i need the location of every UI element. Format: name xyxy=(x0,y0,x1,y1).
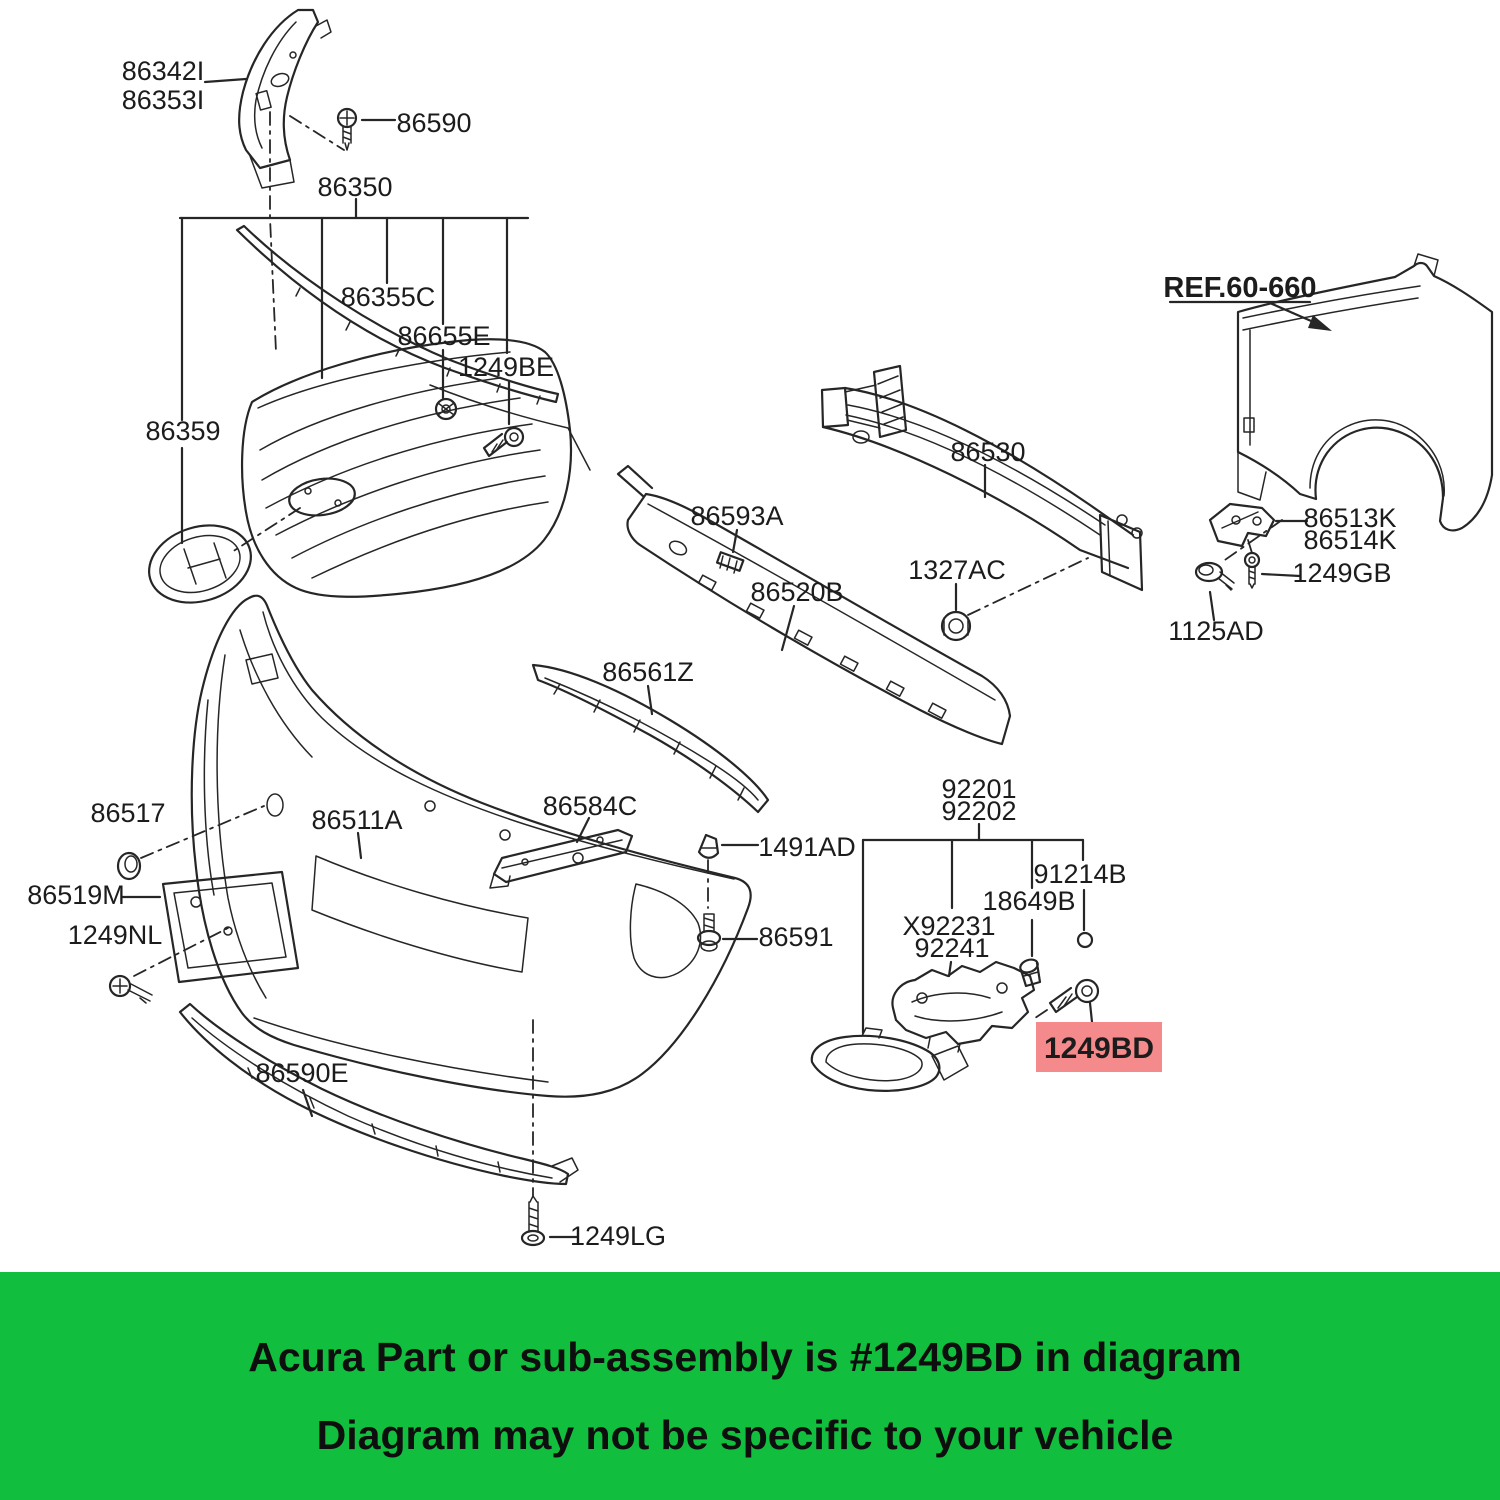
part-label-18649B: 18649B xyxy=(982,886,1075,916)
part-foglamp-lens xyxy=(810,1027,969,1092)
bolt-1125AD-icon xyxy=(1194,561,1235,591)
leader-86584C xyxy=(575,816,591,844)
cap-86517-icon xyxy=(116,851,142,881)
part-energy-absorber xyxy=(616,464,1012,746)
part-cowl-strip xyxy=(235,224,591,471)
part-label-86517: 86517 xyxy=(90,798,165,828)
banner-line2: Diagram may not be specific to your vehi… xyxy=(317,1412,1174,1458)
part-label-86342I: 86342I xyxy=(122,56,205,86)
centerline-1249BD xyxy=(1031,1009,1048,1021)
screw-1249LG-icon xyxy=(520,1195,546,1247)
part-label-86593A: 86593A xyxy=(690,501,783,531)
centerline-bracket-gb xyxy=(1247,539,1253,554)
part-bumper-beam xyxy=(820,364,1144,592)
centerline-nut-to-beam xyxy=(967,557,1089,616)
part-impact-rail xyxy=(489,828,634,889)
bolt-86591-icon xyxy=(696,913,722,952)
part-label-86590: 86590 xyxy=(396,108,471,138)
part-label-1327AC: 1327AC xyxy=(908,555,1006,585)
bolt-1249BD-icon xyxy=(1048,978,1100,1014)
part-label-86514K: 86514K xyxy=(1303,525,1396,555)
callout-ladder-foglamp xyxy=(861,822,1086,1035)
part-license-bracket xyxy=(161,870,300,984)
bolt-1249BE-icon xyxy=(482,426,525,458)
leader-1249BD xyxy=(1088,1001,1094,1024)
part-label-86359: 86359 xyxy=(145,416,220,446)
part-label-1249GB: 1249GB xyxy=(1292,558,1391,588)
part-label-86350: 86350 xyxy=(317,172,392,202)
part-foglamp-bracket xyxy=(891,960,1036,1053)
screw-86590-icon xyxy=(336,107,358,151)
centerline-bracket-bolt xyxy=(1221,519,1283,563)
part-radiator-grille xyxy=(241,338,573,598)
leader-1249GB xyxy=(1260,572,1302,578)
part-label-86530: 86530 xyxy=(950,437,1025,467)
part-fender-bracket xyxy=(1208,502,1276,548)
part-label-1249LG: 1249LG xyxy=(570,1221,666,1251)
arrow-ref-line xyxy=(1268,301,1320,326)
leader-86520B xyxy=(780,604,796,652)
part-fender xyxy=(1236,253,1494,532)
part-label-1249BD: 1249BD xyxy=(1044,1032,1154,1065)
leader-86342I xyxy=(203,77,248,84)
part-label-REF.60-660: REF.60-660 xyxy=(1163,272,1316,304)
clip-86593A-icon xyxy=(715,551,745,574)
banner-line1: Acura Part or sub-assembly is #1249BD in… xyxy=(248,1334,1242,1380)
part-label-86584C: 86584C xyxy=(543,791,638,821)
leader-86593A xyxy=(731,528,739,554)
arrow-ref-head xyxy=(1308,315,1332,331)
part-label-X92231: X92231 xyxy=(902,911,995,941)
part-label-86511A: 86511A xyxy=(311,805,402,835)
leader-grille-to-emblem xyxy=(231,507,301,553)
part-lower-grille xyxy=(531,663,770,814)
part-label-86520B: 86520B xyxy=(750,577,843,607)
part-label-86355C: 86355C xyxy=(341,282,436,312)
part-label-86655E: 86655E xyxy=(397,321,490,351)
part-label-1491AD: 1491AD xyxy=(758,832,856,862)
leader-bracket-to-screw xyxy=(289,115,345,151)
part-label-86519M: 86519M xyxy=(27,880,125,910)
part-label-1249NL: 1249NL xyxy=(68,920,163,950)
part-label-1125AD: 1125AD xyxy=(1168,616,1264,646)
leader-86561Z xyxy=(646,684,654,716)
leader-86517 xyxy=(140,805,265,859)
part-label-86561Z: 86561Z xyxy=(602,657,694,687)
part-label-86513K: 86513K xyxy=(1303,503,1396,533)
leader-1249NL xyxy=(133,927,229,977)
clip-1491AD-icon xyxy=(697,833,720,859)
part-emblem xyxy=(148,524,252,604)
part-label-86590E: 86590E xyxy=(255,1058,348,1088)
part-hood-latch-bracket xyxy=(238,8,332,189)
leader-86590E xyxy=(301,1088,314,1118)
part-lip-spoiler xyxy=(178,1002,579,1186)
screw-1249NL-icon xyxy=(108,974,153,1004)
part-label-86591: 86591 xyxy=(758,922,833,952)
part-label-92241: 92241 xyxy=(914,933,989,963)
leader-86511A xyxy=(356,831,363,860)
part-label-92201: 92201 xyxy=(941,774,1016,804)
part-label-1249BE: 1249BE xyxy=(458,352,554,382)
leader-1125AD xyxy=(1208,590,1216,622)
caption-banner: Acura Part or sub-assembly is #1249BD in… xyxy=(0,1272,1500,1500)
nut-91214B-icon xyxy=(1076,931,1094,949)
banner-background xyxy=(0,1272,1500,1500)
highlight-box-1249BD xyxy=(1036,1022,1162,1072)
part-label-91214B: 91214B xyxy=(1033,859,1126,889)
nut-1327AC-icon xyxy=(940,610,972,642)
part-label-92202: 92202 xyxy=(941,796,1016,826)
part-label-86353I: 86353I xyxy=(122,85,205,115)
